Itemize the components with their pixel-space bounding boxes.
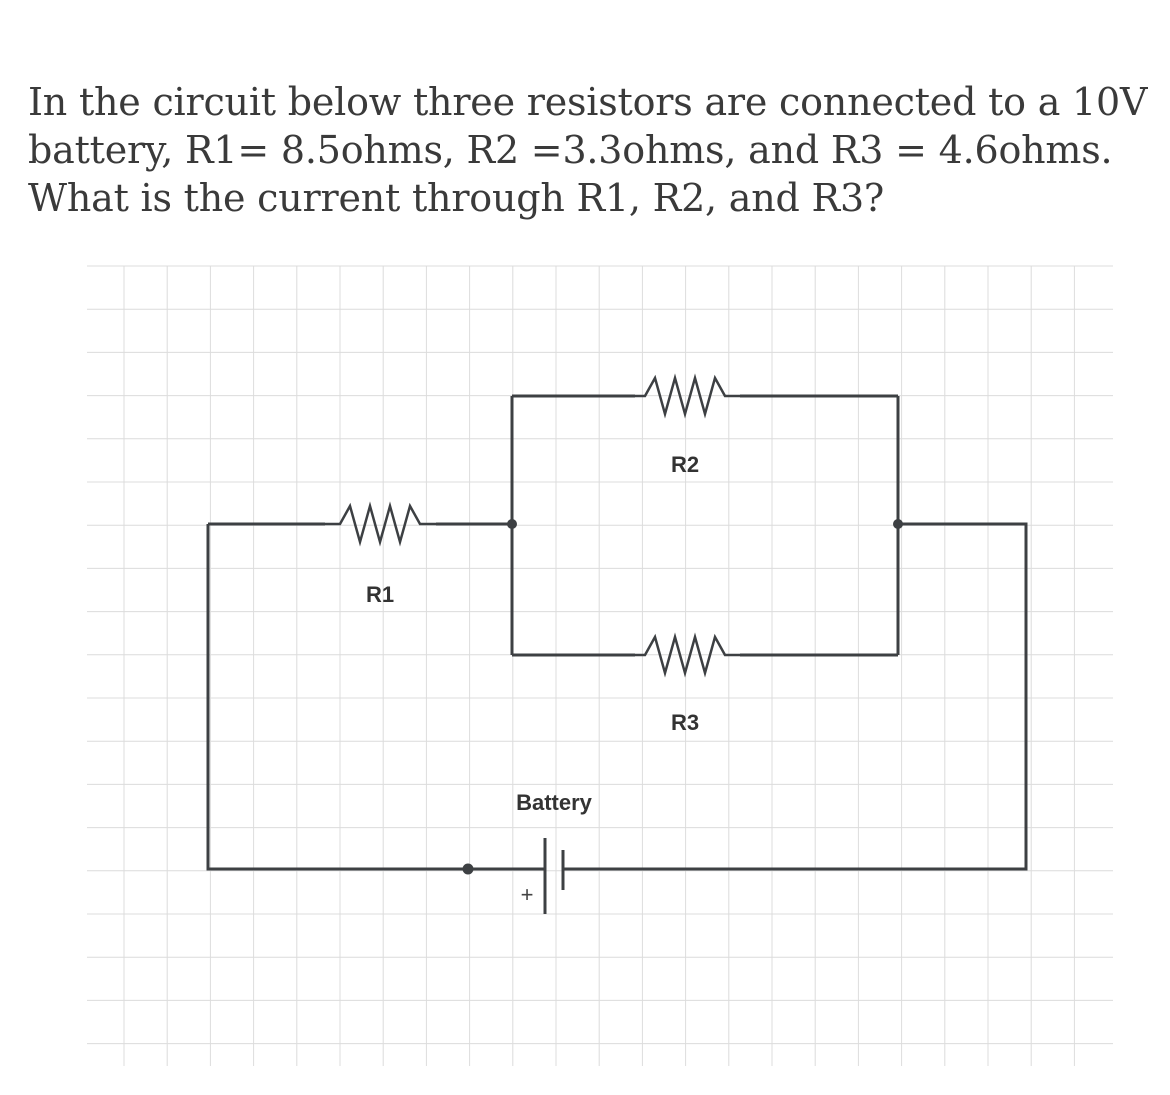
label-r3: R3 (671, 710, 699, 735)
label-r1: R1 (366, 582, 394, 607)
resistor-r3 (635, 632, 740, 678)
question-line-1: In the circuit below three resistors are… (28, 80, 1148, 124)
label-battery: Battery (516, 790, 593, 815)
label-r2: R2 (671, 452, 699, 477)
question-line-3: What is the current through R1, R2, and … (28, 176, 885, 220)
resistor-r2 (635, 373, 740, 419)
question-text: In the circuit below three resistors are… (28, 78, 1148, 222)
wire-left-side (206, 524, 468, 871)
resistor-r1 (325, 501, 436, 547)
grid-background (87, 265, 1113, 1066)
label-battery-plus: + (521, 882, 534, 907)
node-left-junction (507, 519, 517, 529)
node-battery-terminal (462, 863, 474, 875)
question-line-2: battery, R1= 8.5ohms, R2 =3.3ohms, and R… (28, 128, 1113, 172)
node-right-junction (893, 519, 903, 529)
wire-right-top (563, 522, 1028, 871)
